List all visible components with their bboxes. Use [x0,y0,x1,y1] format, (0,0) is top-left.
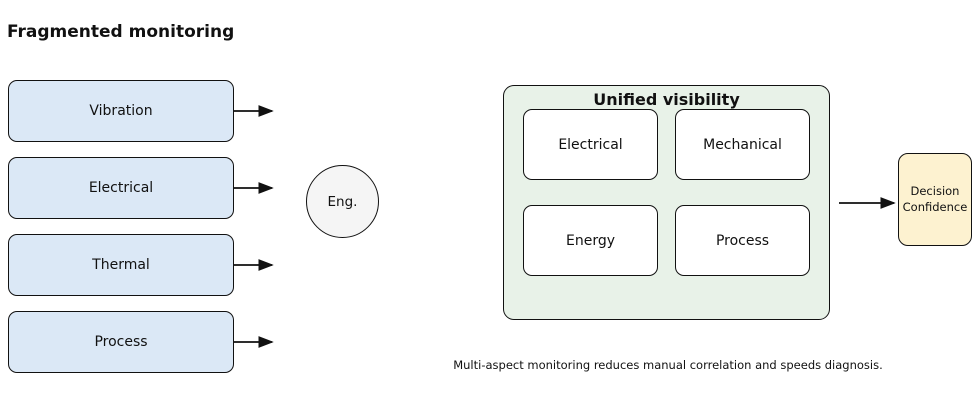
unified-panel: Unified visibility Electrical Mechanical… [503,85,830,320]
unified-box-energy: Energy [523,205,658,276]
decision-confidence-node: Decision Confidence [898,153,972,246]
source-box-thermal: Thermal [8,234,234,296]
engineer-node: Eng. [306,165,379,238]
source-box-vibration: Vibration [8,80,234,142]
engineer-node-label: Eng. [327,193,358,210]
unified-box-mechanical: Mechanical [675,109,810,180]
page-title: Fragmented monitoring [7,22,235,42]
unified-box-electrical: Electrical [523,109,658,180]
unified-panel-title: Unified visibility [593,90,740,109]
caption-text: Multi-aspect monitoring reduces manual c… [453,358,883,372]
unified-box-process: Process [675,205,810,276]
source-box-process: Process [8,311,234,373]
source-box-electrical: Electrical [8,157,234,219]
